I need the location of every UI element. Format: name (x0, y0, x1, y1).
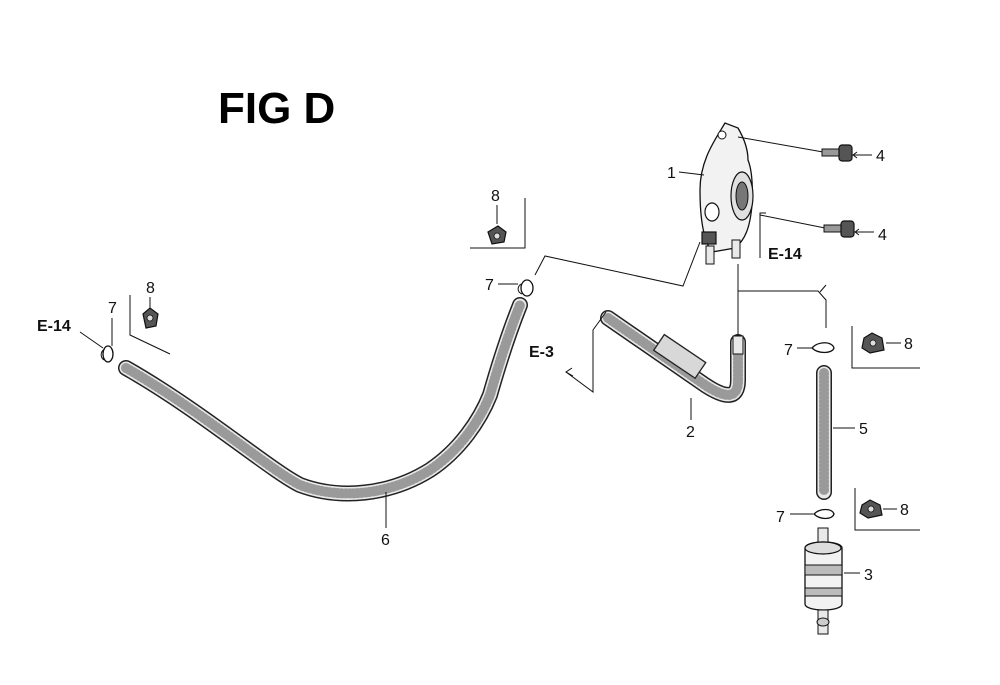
callout-5: 5 (859, 421, 868, 438)
callout-4-lower: 4 (878, 227, 887, 244)
bracket-8-left (129, 295, 171, 355)
callout-2: 2 (686, 424, 695, 441)
bracket-8-mid (470, 198, 526, 249)
leader-e3 (565, 311, 607, 393)
arrow-4-upper (852, 151, 858, 159)
hose-2-end (732, 335, 744, 355)
clamp-icon (487, 225, 507, 245)
callout-7-left: 7 (108, 300, 117, 317)
callout-8-left: 8 (146, 280, 155, 297)
hose-2 (600, 310, 746, 403)
callout-1: 1 (667, 165, 676, 182)
hose-clip-icon-left (100, 345, 114, 363)
clamp-icon-right-upper (861, 332, 885, 354)
callout-3: 3 (864, 567, 873, 584)
callout-8-mid: 8 (491, 188, 500, 205)
callout-4-upper: 4 (876, 148, 885, 165)
bolt-icon-lower (759, 214, 855, 238)
hose-6 (118, 297, 528, 502)
leader-e14-right (738, 290, 827, 328)
ref-e14-right: E-14 (768, 246, 802, 263)
leader-pump-inlet (534, 241, 701, 287)
hose-clip-icon (517, 279, 534, 297)
callout-7-right-lower: 7 (776, 509, 785, 526)
clamp-icon-left (142, 307, 159, 329)
hose-clip-icon-right-lower (813, 508, 835, 520)
arrow-e3 (565, 367, 574, 377)
bracket-line (759, 212, 766, 258)
hose-clip-icon-right-upper (811, 342, 835, 354)
bracket-8-right-upper (851, 326, 920, 369)
callout-7-right-upper: 7 (784, 342, 793, 359)
callout-6: 6 (381, 532, 390, 549)
callout-8-right-lower: 8 (900, 502, 909, 519)
arrow-4-lower (854, 228, 860, 236)
arrow-e14-right (819, 284, 827, 293)
ref-e3: E-3 (529, 344, 554, 361)
figure-title: FIG D (218, 84, 335, 133)
fuel-filter-icon (804, 527, 843, 635)
leader-e14-left (79, 331, 104, 349)
leader-1 (678, 171, 705, 176)
bracket-8-right-lower (854, 488, 920, 531)
callout-7-mid: 7 (485, 277, 494, 294)
ref-e14-left: E-14 (37, 318, 71, 335)
fuel-pump-icon (699, 122, 754, 265)
clamp-icon-right-lower (859, 499, 883, 519)
bolt-icon (737, 136, 853, 162)
callout-8-right-upper: 8 (904, 336, 913, 353)
